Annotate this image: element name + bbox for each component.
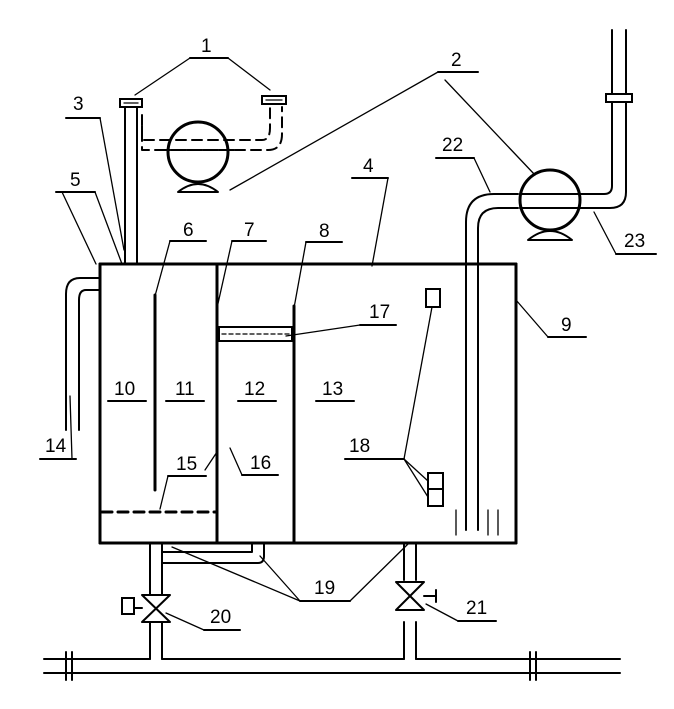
valve-21 (395, 581, 437, 611)
label-11: 11 (175, 379, 195, 400)
label-1: 1 (201, 36, 212, 57)
label-9: 9 (561, 315, 572, 336)
label-5: 5 (70, 170, 81, 191)
label-8: 8 (319, 221, 330, 242)
label-4: 4 (363, 156, 374, 177)
label-12: 12 (244, 379, 265, 400)
label-17: 17 (369, 302, 390, 323)
label-10: 10 (114, 379, 135, 400)
label-19: 19 (314, 578, 335, 599)
gap-16-line (204, 451, 218, 471)
label-2: 2 (451, 50, 462, 71)
overflow-pipe-inner (78, 289, 101, 431)
label-3: 3 (73, 94, 84, 115)
valve-20 (121, 594, 171, 623)
label-16: 16 (250, 453, 271, 474)
label-15: 15 (176, 454, 197, 475)
filter-layer (218, 326, 293, 342)
label-18: 18 (349, 436, 370, 457)
label-14: 14 (45, 436, 67, 457)
air-pump-assembly (141, 95, 287, 193)
vent-pipe (119, 98, 143, 265)
labels: 1 2 3 4 5 6 7 8 9 10 11 12 13 14 15 16 1… (45, 36, 645, 628)
drain-system (43, 542, 621, 681)
label-6: 6 (183, 220, 194, 241)
label-13: 13 (322, 379, 343, 400)
label-23: 23 (624, 231, 645, 252)
water-pump-assembly (455, 29, 633, 536)
overflow-pipe-outer (65, 277, 101, 431)
label-7: 7 (244, 220, 255, 241)
leader-lines (39, 57, 657, 631)
level-sensors (425, 288, 444, 507)
label-22: 22 (442, 135, 463, 156)
label-21: 21 (466, 598, 487, 619)
tank (98, 262, 518, 545)
label-20: 20 (210, 607, 231, 628)
